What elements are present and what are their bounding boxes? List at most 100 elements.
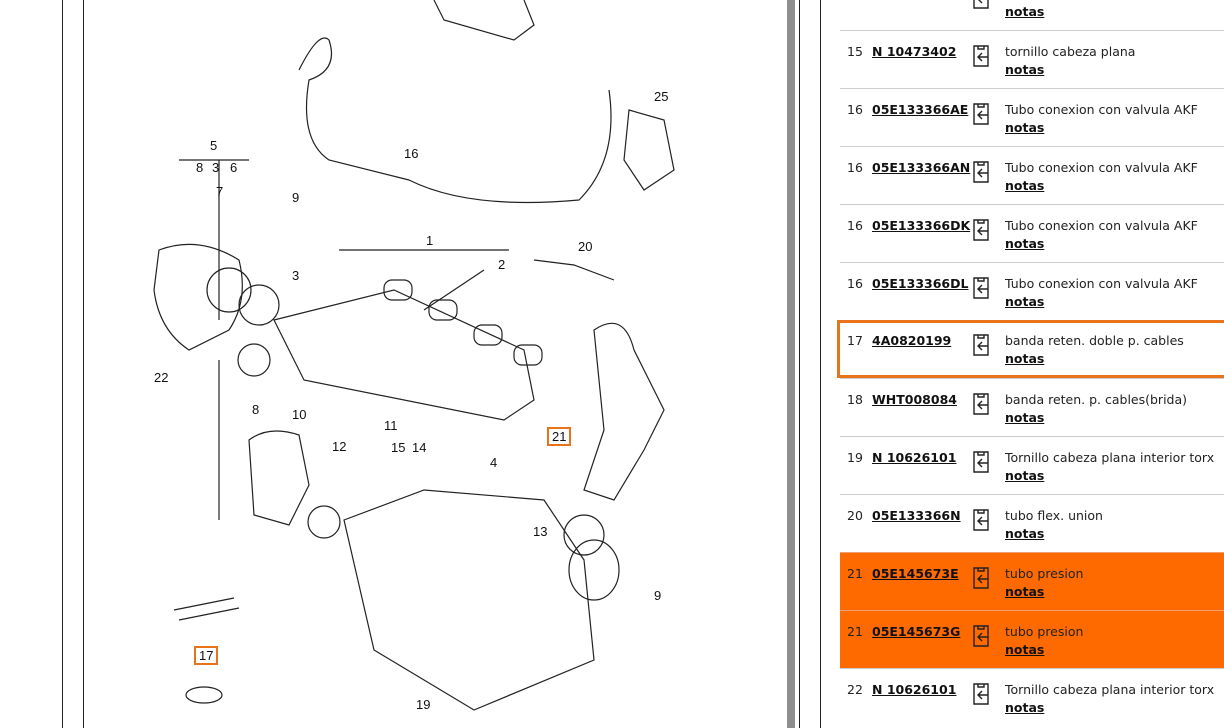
callout-label[interactable]: 4: [490, 455, 498, 470]
notes-link[interactable]: notas: [1005, 642, 1045, 657]
callout-label[interactable]: 16: [404, 146, 419, 161]
part-number-link[interactable]: 05E133366DK: [872, 218, 971, 233]
position-number: 22: [847, 682, 863, 697]
part-description: tubo presion: [1005, 624, 1084, 639]
callout-label[interactable]: 3: [212, 160, 220, 175]
position-number: 16: [847, 160, 863, 175]
part-description: tubo presion: [1005, 566, 1084, 581]
add-to-list-icon[interactable]: [970, 681, 992, 707]
part-description: tornillo cabeza plana: [1005, 44, 1136, 59]
part-number-link[interactable]: 05E133366AN: [872, 160, 971, 175]
part-number-link[interactable]: 05E145673G: [872, 624, 961, 639]
add-to-list-icon[interactable]: [970, 623, 992, 649]
parts-row[interactable]: 17 4A0820199 banda reten. doble p. cable…: [837, 320, 1224, 378]
notes-link[interactable]: notas: [1005, 410, 1045, 425]
callout-label[interactable]: 20: [578, 239, 593, 254]
parts-row[interactable]: notas: [840, 0, 1224, 30]
part-description: Tubo conexion con valvula AKF: [1005, 102, 1198, 117]
part-number-link[interactable]: 05E133366N: [872, 508, 961, 523]
position-number: 18: [847, 392, 863, 407]
scrollbar[interactable]: [787, 0, 795, 728]
callout-label[interactable]: 10: [292, 407, 307, 422]
part-number-link[interactable]: N 10626101: [872, 682, 957, 697]
notes-link[interactable]: notas: [1005, 526, 1045, 541]
add-to-list-icon[interactable]: [970, 449, 992, 475]
add-to-list-icon[interactable]: [970, 332, 992, 358]
callout-label[interactable]: 19: [416, 697, 431, 712]
part-number-link[interactable]: N 10473402: [872, 44, 957, 59]
add-to-list-icon[interactable]: [970, 565, 992, 591]
parts-row[interactable]: 18 WHT008084 banda reten. p. cables(brid…: [840, 378, 1224, 436]
position-number: 19: [847, 450, 863, 465]
part-number-link[interactable]: 4A0820199: [872, 333, 952, 348]
part-description: tubo flex. union: [1005, 508, 1103, 523]
callout-label[interactable]: 2: [498, 257, 506, 272]
add-to-list-icon[interactable]: [970, 159, 992, 185]
notes-link[interactable]: notas: [1005, 468, 1045, 483]
parts-row[interactable]: 15 N 10473402 tornillo cabeza plana nota…: [840, 30, 1224, 88]
parts-row[interactable]: 16 05E133366AN Tubo conexion con valvula…: [840, 146, 1224, 204]
callout-label[interactable]: 25: [654, 89, 669, 104]
add-to-list-icon[interactable]: [970, 101, 992, 127]
part-number-link[interactable]: 05E133366DL: [872, 276, 969, 291]
callout-label[interactable]: 8: [196, 160, 204, 175]
notes-link[interactable]: notas: [1005, 120, 1045, 135]
notes-link[interactable]: notas: [1005, 584, 1045, 599]
position-number: 20: [847, 508, 863, 523]
notes-link[interactable]: notas: [1005, 700, 1045, 715]
frame-line: [83, 0, 84, 728]
part-number-link[interactable]: WHT008084: [872, 392, 957, 407]
callout-label[interactable]: 9: [292, 190, 300, 205]
notes-link[interactable]: notas: [1005, 236, 1045, 251]
callout-label[interactable]: 11: [384, 418, 398, 433]
position-number: 21: [847, 566, 863, 581]
callout-label[interactable]: 15: [391, 440, 406, 455]
notes-link[interactable]: notas: [1005, 351, 1045, 366]
callout-label[interactable]: 3: [292, 268, 300, 283]
part-description: Tornillo cabeza plana interior torx: [1005, 450, 1215, 465]
position-number: 21: [847, 624, 863, 639]
part-number-link[interactable]: N 10626101: [872, 450, 957, 465]
parts-row[interactable]: 21 05E145673G tubo presion notas: [840, 610, 1224, 668]
parts-row[interactable]: 16 05E133366DL Tubo conexion con valvula…: [840, 262, 1224, 320]
add-to-list-icon[interactable]: [970, 0, 992, 11]
notes-link[interactable]: notas: [1005, 62, 1045, 77]
callout-label[interactable]: 1: [426, 233, 434, 248]
add-to-list-icon[interactable]: [970, 275, 992, 301]
add-to-list-icon[interactable]: [970, 217, 992, 243]
part-number-link[interactable]: 05E145673E: [872, 566, 959, 581]
parts-row[interactable]: 22 N 10626101 Tornillo cabeza plana inte…: [840, 668, 1224, 726]
parts-row[interactable]: 20 05E133366N tubo flex. union notas: [840, 494, 1224, 552]
notes-link[interactable]: notas: [1005, 178, 1045, 193]
parts-row[interactable]: 21 05E145673E tubo presion notas: [840, 552, 1224, 610]
callout-label[interactable]: 14: [412, 440, 427, 455]
parts-row[interactable]: 19 N 10626101 Tornillo cabeza plana inte…: [840, 436, 1224, 494]
callout-label[interactable]: 9: [654, 588, 662, 603]
position-number: 16: [847, 276, 863, 291]
position-number: 17: [847, 333, 863, 348]
callout-label[interactable]: 5: [210, 138, 218, 153]
callout-label[interactable]: 7: [216, 184, 224, 199]
notes-link[interactable]: notas: [1005, 294, 1045, 309]
part-description: banda reten. doble p. cables: [1005, 333, 1184, 348]
frame-line: [820, 0, 821, 728]
add-to-list-icon[interactable]: [970, 43, 992, 69]
callout-label[interactable]: 22: [154, 370, 169, 385]
callout-label-highlighted[interactable]: 21: [547, 427, 572, 446]
parts-row[interactable]: 16 05E133366DK Tubo conexion con valvula…: [840, 204, 1224, 262]
notes-link[interactable]: notas: [1005, 4, 1045, 19]
part-description: Tornillo cabeza plana interior torx: [1005, 682, 1215, 697]
parts-row[interactable]: 16 05E133366AE Tubo conexion con valvula…: [840, 88, 1224, 146]
part-description: Tubo conexion con valvula AKF: [1005, 160, 1198, 175]
callout-label[interactable]: 8: [252, 402, 260, 417]
callout-label[interactable]: 6: [230, 160, 238, 175]
callout-label[interactable]: 13: [533, 524, 548, 539]
part-number-link[interactable]: 05E133366AE: [872, 102, 969, 117]
callout-label-highlighted[interactable]: 17: [194, 646, 219, 665]
add-to-list-icon[interactable]: [970, 507, 992, 533]
add-to-list-icon[interactable]: [970, 391, 992, 417]
exploded-view-drawing: [153, 0, 675, 711]
callout-label[interactable]: 12: [332, 439, 347, 454]
part-description: Tubo conexion con valvula AKF: [1005, 218, 1198, 233]
parts-diagram: 5 8 3 6 7 9 16 25 1 2 3 20 22 8 10 11 12…: [84, 0, 784, 728]
